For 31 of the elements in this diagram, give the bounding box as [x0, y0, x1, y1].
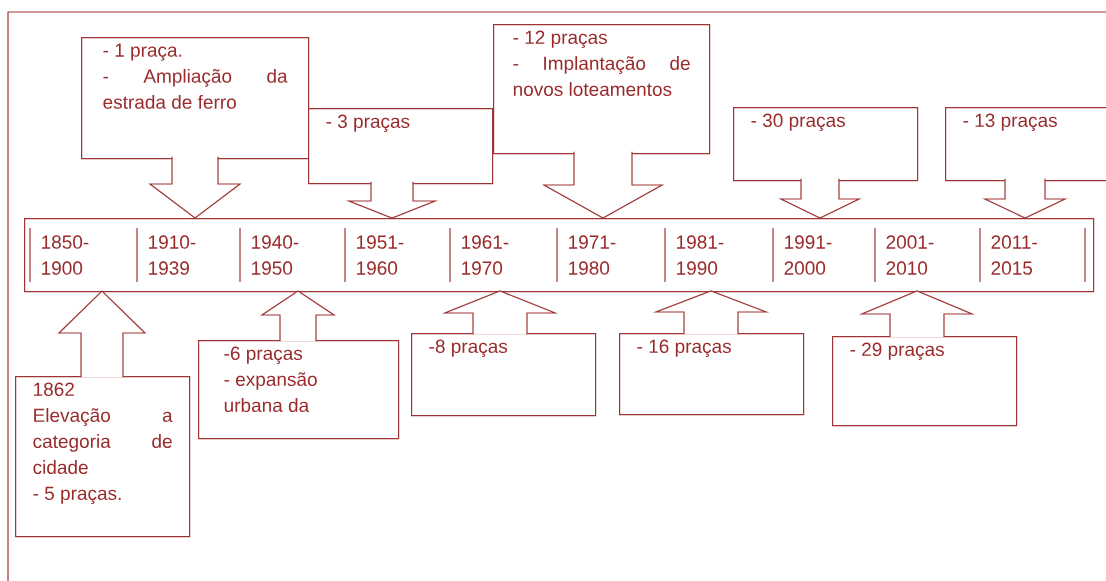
callout-box: - 30 praças [733, 107, 919, 182]
callout-box: - 1 praça. - Ampliação da estrada de ferro [81, 37, 310, 160]
period-label: 1981- 1990 [677, 235, 724, 275]
period-label: 1850- 1900 [42, 235, 89, 275]
block-arrow [541, 151, 665, 219]
block-arrow [982, 178, 1068, 219]
block-arrow [859, 290, 975, 338]
period-label: 1940- 1950 [252, 235, 299, 275]
callout-box: - 12 praças - Implantação de novos loteamentos [493, 24, 711, 155]
timeline-bar [24, 218, 1095, 293]
block-arrow [260, 290, 336, 342]
block-arrow [441, 290, 559, 335]
period-label: 1910- 1939 [149, 235, 196, 275]
block-arrow [652, 290, 770, 335]
block-arrow [57, 290, 147, 378]
period-label: 1991- 2000 [784, 235, 832, 275]
block-arrow [345, 181, 439, 219]
period-label: 1971- 1980 [569, 235, 616, 275]
period-label: 1951- 1960 [357, 235, 404, 275]
callout-box: - 16 praças [619, 333, 805, 416]
callout-box: - 3 praças [308, 108, 494, 185]
period-label: 2001- 2010 [886, 235, 934, 275]
block-arrow [778, 178, 862, 219]
period-label: 1961- 1970 [462, 235, 509, 275]
callout-box: -8 praças [411, 333, 597, 417]
callout-box: 1862 Elevação a categoria de cidade - 5 praças. [15, 376, 191, 538]
period-label: 2011- 2015 [991, 235, 1037, 275]
block-arrow [148, 156, 242, 219]
callout-box: -6 praças - expansão urbana da [198, 340, 400, 440]
callout-box: - 29 praças [832, 336, 1018, 427]
callout-box: - 13 praças [945, 107, 1106, 182]
